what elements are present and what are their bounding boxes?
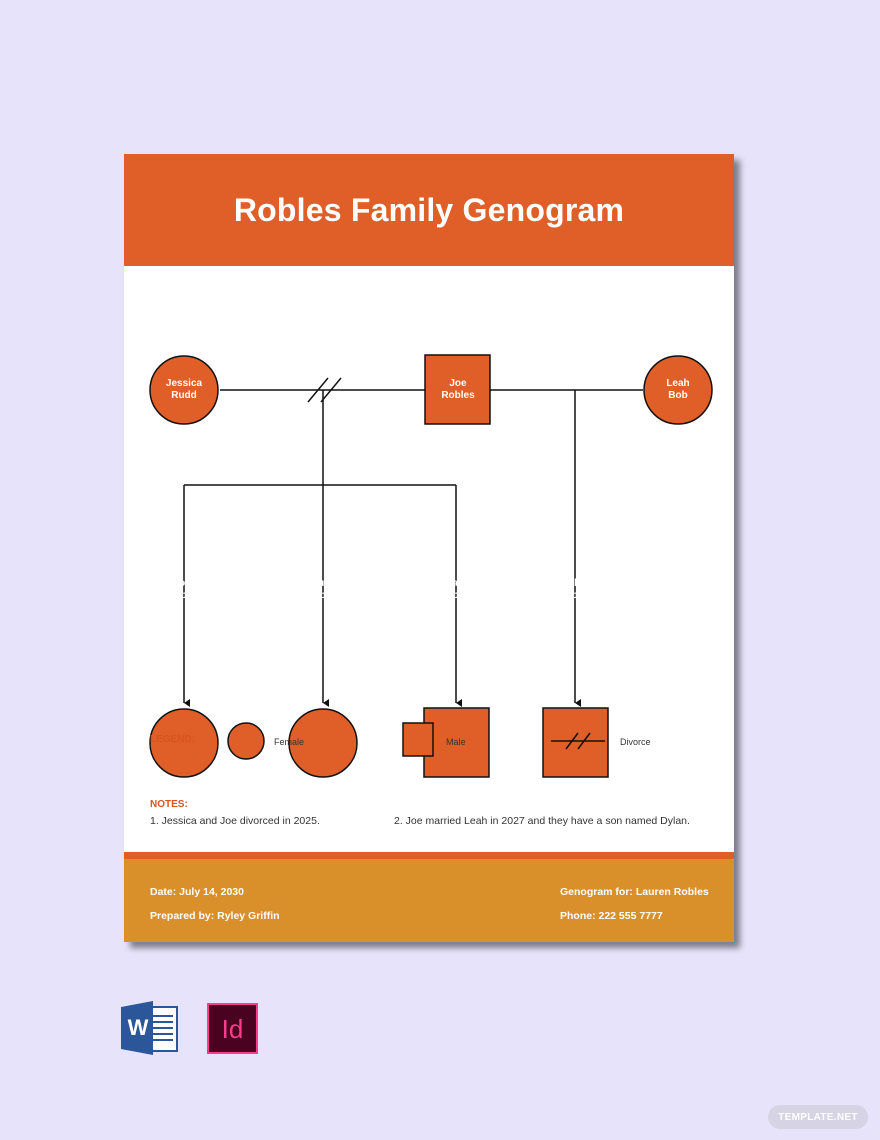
footer-banner: Date: July 14, 2030 Prepared by: Ryley G… (124, 852, 734, 942)
word-icon-letter: W (127, 1015, 149, 1040)
female-node-leah (643, 355, 713, 425)
legend-male-label: Male (446, 737, 466, 747)
male-node-joe (424, 354, 491, 425)
divorce-mark (307, 377, 329, 403)
header-banner: Robles Family Genogram (124, 154, 734, 266)
page-title: Robles Family Genogram (233, 191, 625, 228)
female-node-lauren (288, 708, 358, 778)
genogram-diagram (149, 354, 713, 778)
word-icon[interactable]: W (121, 1001, 179, 1055)
footer-phone: Phone: 222 555 7777 (560, 910, 663, 922)
male-node-dylan (542, 707, 609, 778)
male-node-frank (423, 707, 490, 778)
watermark-badge: TEMPLATE.NET (768, 1105, 868, 1129)
indesign-icon[interactable]: Id (207, 1003, 258, 1054)
female-node-rose (149, 708, 219, 778)
divorce-mark (320, 377, 342, 403)
legend-title: LEGEND: (150, 734, 195, 745)
note-2: 2. Joe married Leah in 2027 and they hav… (394, 815, 690, 827)
legend-divorce-label: Divorce (620, 737, 651, 747)
notes-title: NOTES: (150, 799, 188, 810)
legend-female-label: Female (274, 737, 305, 747)
footer-date: Date: July 14, 2030 (150, 886, 244, 898)
footer-prepared-by: Prepared by: Ryley Griffin (150, 910, 280, 922)
note-1: 1. Jessica and Joe divorced in 2025. (150, 815, 320, 827)
legend-divorce-symbol (551, 732, 605, 750)
female-node-jessica (149, 355, 219, 425)
legend-male-symbol (402, 722, 434, 757)
footer-genogram-for: Genogram for: Lauren Robles (560, 886, 709, 898)
indesign-icon-letters: Id (221, 1014, 244, 1044)
legend-female-symbol (227, 722, 265, 760)
